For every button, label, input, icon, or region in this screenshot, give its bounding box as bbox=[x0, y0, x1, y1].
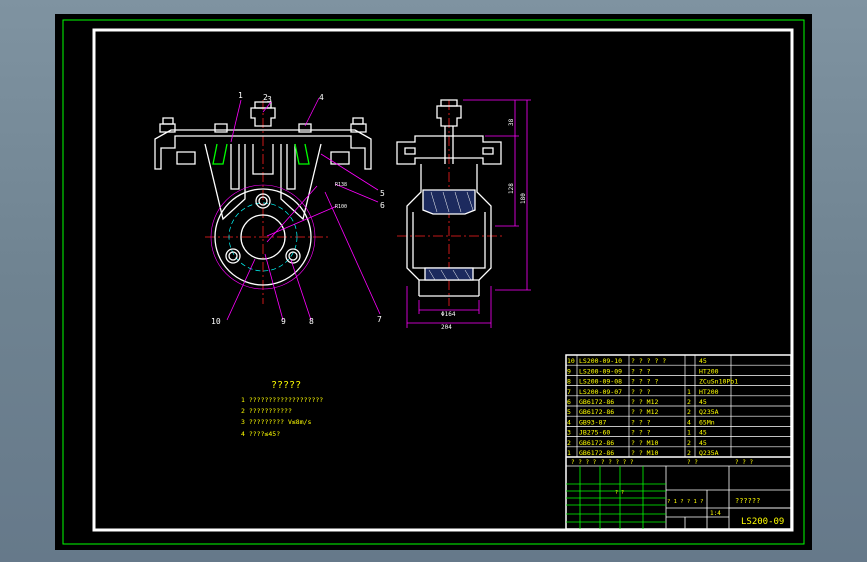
bom-cell-code: GB6172-86 bbox=[579, 398, 614, 406]
dim-width: 204 bbox=[441, 324, 452, 331]
side-dimensions bbox=[406, 99, 531, 328]
bom-header-a: ? ? ? ? bbox=[571, 459, 597, 466]
bom-cell-material: ZCuSn10Pb1 bbox=[699, 378, 738, 386]
bom-cell-qty: 2 bbox=[687, 408, 691, 416]
bom-cell-code: LS200-09-10 bbox=[579, 357, 622, 365]
front-view bbox=[154, 100, 372, 304]
bom-cell-name: ? ? ? bbox=[631, 388, 651, 396]
bom-cell-code: LS200-09-07 bbox=[579, 388, 622, 396]
bom-cell-code: GB6172-86 bbox=[579, 408, 614, 416]
bom-cell-material: HT200 bbox=[699, 367, 719, 375]
bom-cell-code: LS200-09-09 bbox=[579, 367, 622, 375]
bom-cell-name: ? ? ? ? ? bbox=[631, 357, 666, 365]
tech-requirements: ????? 1 ??????????????????? 2 ??????????… bbox=[241, 380, 323, 438]
bom-cell-no: 9 bbox=[567, 367, 571, 375]
tech-item-3: 3 ????????? V≤8m/s bbox=[241, 418, 312, 426]
bom-header-c: ? ? bbox=[687, 459, 698, 466]
balloon-4: 4 bbox=[319, 93, 324, 102]
sheet-info: ? 1 ? ? 1 ? bbox=[667, 499, 703, 505]
balloon-1: 1 bbox=[238, 91, 243, 100]
section-hatch-top bbox=[422, 189, 476, 215]
bom-cell-qty: 2 bbox=[687, 398, 691, 406]
bom-header-b: ? ? ? ? ? bbox=[601, 459, 634, 466]
bom-header-d: ? ? ? bbox=[735, 459, 753, 466]
bom-cell-material: 65Mn bbox=[699, 418, 715, 426]
bom-cell-no: 2 bbox=[567, 439, 571, 447]
balloon-6: 6 bbox=[380, 201, 385, 210]
bom-cell-name: ? ? M12 bbox=[631, 398, 658, 406]
bom-cell-name: ? ? M10 bbox=[631, 449, 658, 457]
bom-cell-material: 45 bbox=[699, 398, 707, 406]
balloon-2: 2 bbox=[263, 93, 268, 102]
bom-cell-qty: 2 bbox=[687, 439, 691, 447]
bom-cell-code: GB93-87 bbox=[579, 418, 606, 426]
tech-title: ????? bbox=[271, 380, 301, 391]
cad-viewport[interactable]: 1 2 3 4 5 6 7 8 9 10 R138 R100 bbox=[55, 14, 812, 550]
drawing-sheet: 1 2 3 4 5 6 7 8 9 10 R138 R100 bbox=[62, 19, 805, 545]
dim-radius-inner: R100 bbox=[335, 204, 347, 210]
tech-item-4: 4 ????≤45? bbox=[241, 430, 280, 438]
scale-label: 1:4 bbox=[710, 510, 721, 517]
bom-cell-material: Q235A bbox=[699, 449, 719, 457]
bom-cell-code: JB275-60 bbox=[579, 429, 610, 437]
bom-cell-code: GB6172-86 bbox=[579, 449, 614, 457]
title-block bbox=[566, 456, 791, 529]
bom-cell-name: ? ? ? ? bbox=[631, 378, 658, 386]
bom-cell-name: ? ? ? bbox=[631, 418, 651, 426]
dim-inner-width: Φ164 bbox=[441, 311, 456, 318]
bom-cell-no: 10 bbox=[567, 357, 575, 365]
bom-cell-material: 45 bbox=[699, 439, 707, 447]
title-box-text: ?????? bbox=[735, 497, 760, 505]
drawing-number: LS200-09 bbox=[741, 517, 784, 527]
housing-bolt-circle bbox=[228, 202, 298, 272]
dim-height-total: 180 bbox=[520, 193, 527, 204]
bom-cell-qty: 4 bbox=[687, 418, 691, 426]
balloon-3: 3 bbox=[267, 95, 272, 104]
bom-cell-name: ? ? ? bbox=[631, 367, 651, 375]
balloon-8: 8 bbox=[309, 317, 314, 326]
tech-item-1: 1 ??????????????????? bbox=[241, 396, 323, 404]
title-misc-e: ? ? bbox=[615, 490, 624, 496]
bom-cell-qty: 2 bbox=[687, 449, 691, 457]
section-hatch-bottom bbox=[424, 267, 474, 281]
dim-height-mid: 128 bbox=[508, 183, 515, 194]
bom-cell-no: 4 bbox=[567, 418, 571, 426]
dim-radius-outer: R138 bbox=[335, 182, 347, 188]
drawing-frame bbox=[92, 28, 794, 532]
bom-cell-no: 6 bbox=[567, 398, 571, 406]
bom-cell-no: 1 bbox=[567, 449, 571, 457]
bom-cell-no: 5 bbox=[567, 408, 571, 416]
bom-cell-material: 45 bbox=[699, 357, 707, 365]
balloon-7: 7 bbox=[377, 315, 382, 324]
bom-cell-name: ? ? M10 bbox=[631, 439, 658, 447]
side-view bbox=[396, 99, 503, 306]
bom-cell-qty: 1 bbox=[687, 429, 691, 437]
bom-cell-material: 45 bbox=[699, 429, 707, 437]
balloon-9: 9 bbox=[281, 317, 286, 326]
balloon-10: 10 bbox=[211, 317, 221, 326]
housing-outer-circle bbox=[214, 188, 312, 286]
sheet-outer-border bbox=[62, 19, 805, 545]
bom-cell-no: 7 bbox=[567, 388, 571, 396]
bom-cell-material: HT200 bbox=[699, 388, 719, 396]
bom-cell-qty: 1 bbox=[687, 388, 691, 396]
dim-height-top: 38 bbox=[508, 118, 515, 126]
tech-item-2: 2 ??????????? bbox=[241, 407, 292, 415]
front-leaders bbox=[226, 97, 381, 321]
bom-cell-code: GB6172-86 bbox=[579, 439, 614, 447]
bom-cell-no: 3 bbox=[567, 429, 571, 437]
bom-cell-code: LS200-09-08 bbox=[579, 378, 622, 386]
bom-cell-no: 8 bbox=[567, 378, 571, 386]
bom-cell-material: Q235A bbox=[699, 408, 719, 416]
balloon-5: 5 bbox=[380, 189, 385, 198]
bom-cell-name: ? ? M12 bbox=[631, 408, 658, 416]
bom-cell-name: ? ? ? bbox=[631, 429, 651, 437]
